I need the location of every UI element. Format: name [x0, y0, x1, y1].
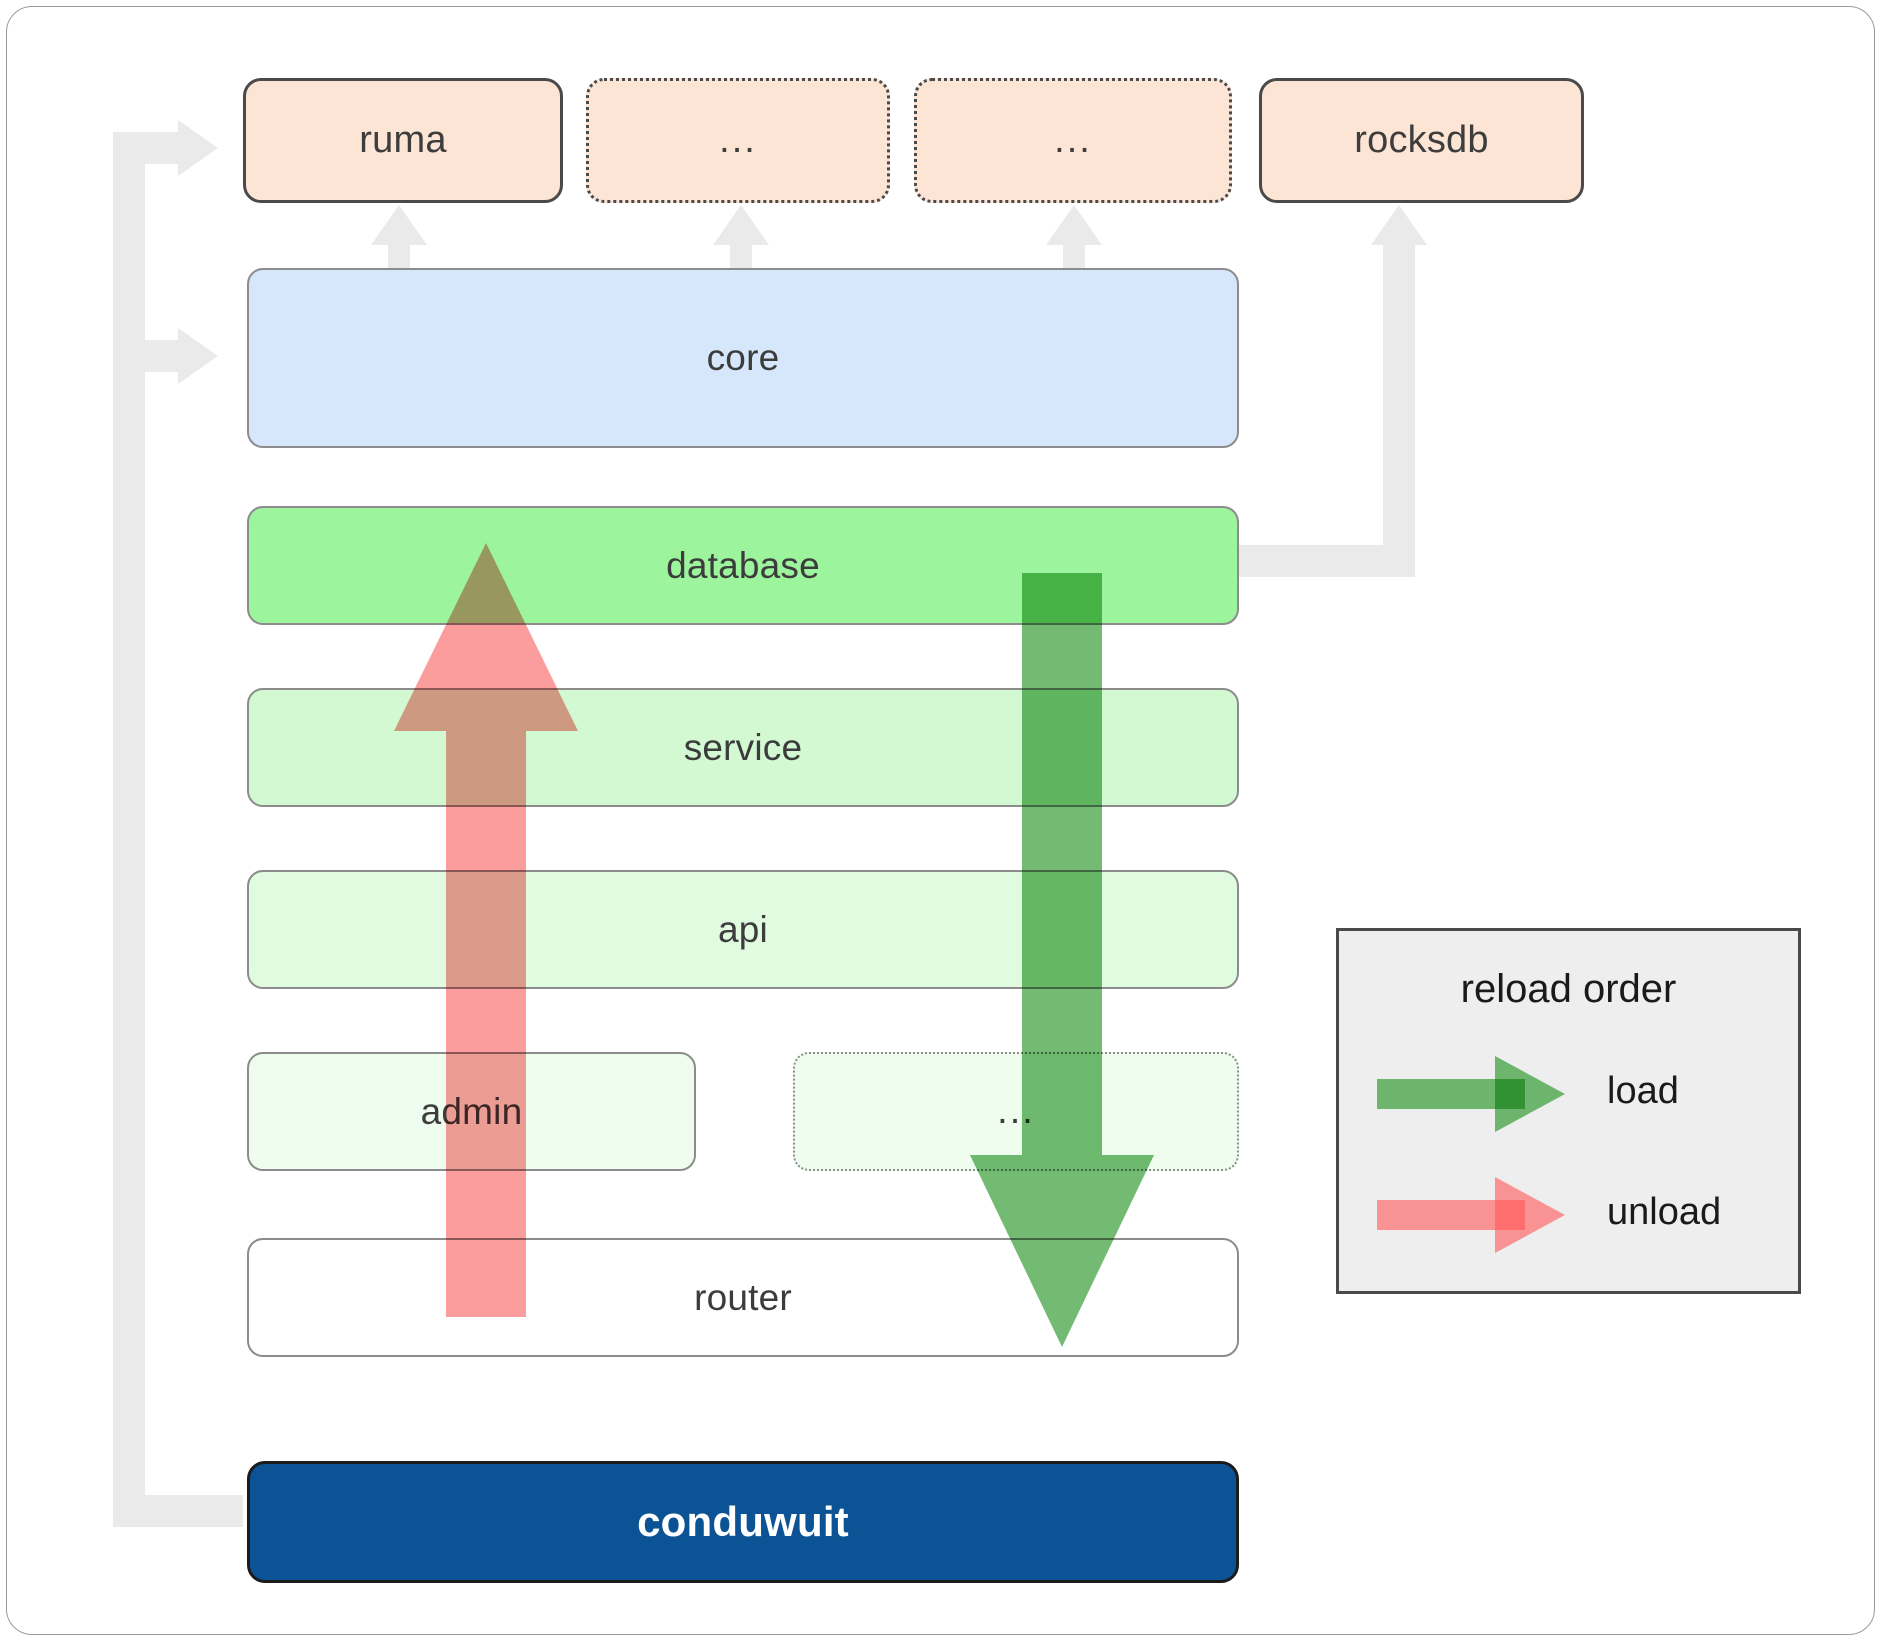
binary-label-conduwuit: conduwuit — [637, 1498, 849, 1545]
connector-core-to-ruma-head — [371, 205, 427, 245]
dependency-box-rocksdb[interactable]: rocksdb — [1259, 78, 1584, 203]
legend-label-load: load — [1607, 1070, 1679, 1112]
dependency-label-ruma: ruma — [359, 119, 447, 161]
connector-arrow-core — [178, 328, 218, 384]
diagram-frame — [6, 6, 1875, 1635]
layer-label-api: api — [718, 908, 768, 950]
unload-flow-arrow — [386, 535, 586, 1325]
layer-label-database: database — [666, 544, 820, 586]
dependency-label-placeholder-2: ... — [1054, 119, 1092, 162]
load-flow-arrow — [962, 565, 1162, 1355]
connector-arrow-rocksdb — [1371, 205, 1427, 245]
dependency-box-placeholder-1[interactable]: ... — [586, 78, 890, 203]
legend-arrow-unload — [1377, 1175, 1567, 1255]
core-label: core — [706, 337, 780, 378]
dependency-label-rocksdb: rocksdb — [1354, 119, 1489, 161]
connector-left-to-core — [113, 340, 183, 372]
connector-left-to-ruma — [113, 132, 183, 164]
binary-box-conduwuit[interactable]: conduwuit — [247, 1461, 1239, 1583]
legend-arrow-load — [1377, 1054, 1567, 1134]
dependency-box-placeholder-2[interactable]: ... — [914, 78, 1232, 203]
legend-title: reload order — [1460, 967, 1677, 1011]
core-box[interactable]: core — [247, 268, 1239, 448]
connector-core-to-dots2-head — [1046, 205, 1102, 245]
layer-label-service: service — [683, 726, 803, 768]
dependency-box-ruma[interactable]: ruma — [243, 78, 563, 203]
connector-conduwuit-to-left — [113, 1495, 243, 1527]
dependency-label-placeholder-1: ... — [719, 119, 757, 162]
connector-right-vertical — [1383, 245, 1415, 577]
legend-label-unload: unload — [1607, 1191, 1722, 1233]
connector-core-to-dots1-head — [713, 205, 769, 245]
legend-panel: reload order load unload — [1336, 928, 1801, 1294]
connector-arrow-ruma — [178, 120, 218, 176]
layer-label-router: router — [694, 1276, 792, 1318]
